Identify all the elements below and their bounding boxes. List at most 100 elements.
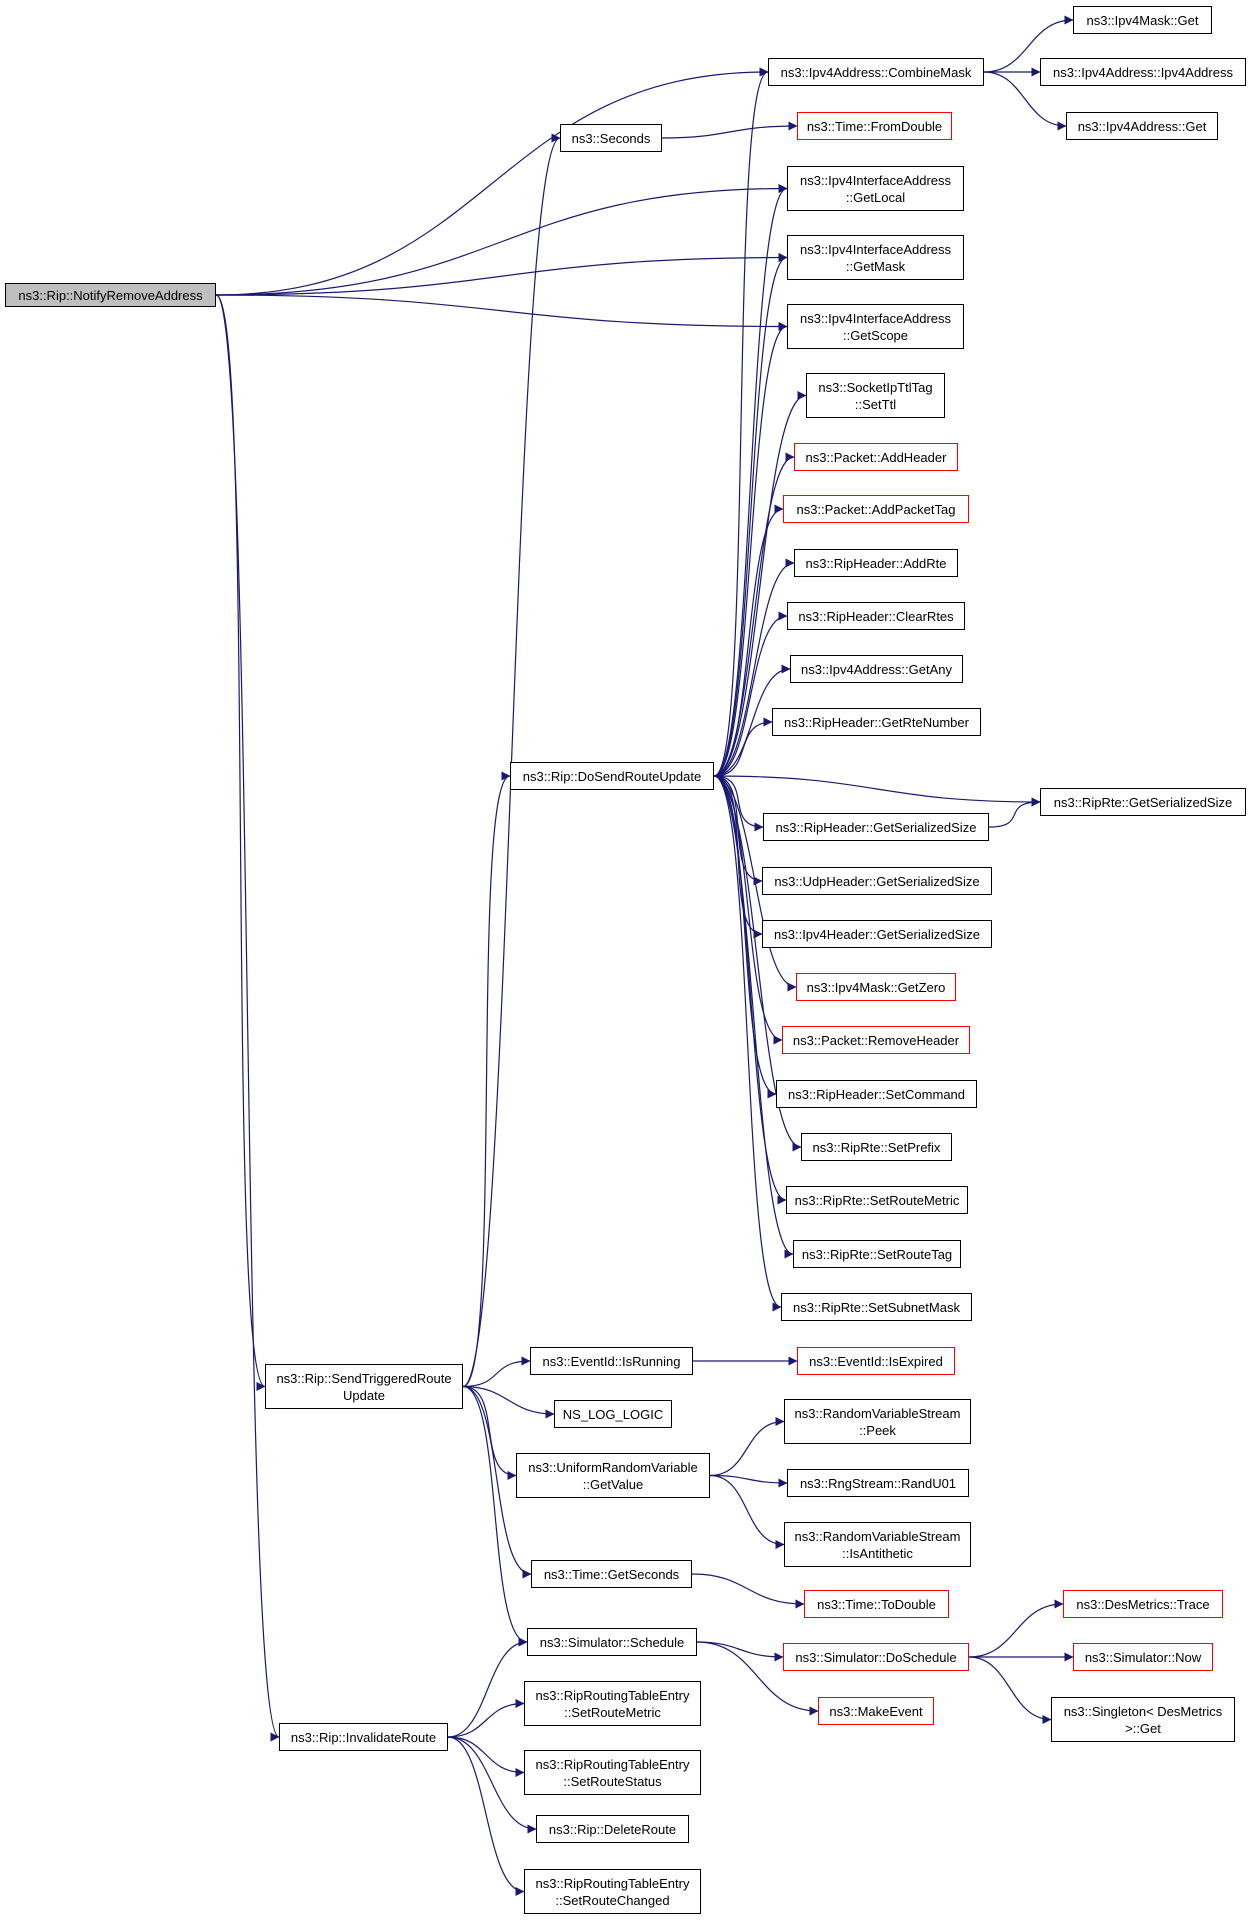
node-label-line: ns3::RipRoutingTableEntry <box>535 1687 690 1703</box>
node-rte-setroutemetric[interactable]: ns3::RipRoutingTableEntry::SetRouteMetri… <box>524 1681 701 1726</box>
edge-invalidateroute-to-rte_setroutechanged <box>447 1736 525 1896</box>
node-simulator-now[interactable]: ns3::Simulator::Now <box>1073 1643 1213 1671</box>
edge-seconds-to-time_fromdouble <box>661 121 798 139</box>
edge-dosendrouteupdate-to-riprte_setsubnetmask <box>713 775 782 1312</box>
node-ipv4address-ipv4address[interactable]: ns3::Ipv4Address::Ipv4Address <box>1040 58 1246 86</box>
node-label-line: ns3::Time::GetSeconds <box>543 1566 680 1582</box>
node-label-line: ns3::UniformRandomVariable <box>528 1459 698 1475</box>
node-label-line: ns3::Ipv4Address::CombineMask <box>780 64 972 80</box>
node-riprte-setprefix[interactable]: ns3::RipRte::SetPrefix <box>801 1133 952 1161</box>
node-time-getseconds[interactable]: ns3::Time::GetSeconds <box>531 1560 692 1588</box>
edge-invalidateroute-to-simulator_schedule <box>447 1637 528 1738</box>
node-label-line: ns3::Rip::NotifyRemoveAddress <box>18 287 203 303</box>
node-label-line: ns3::Simulator::Now <box>1084 1649 1202 1665</box>
node-randomvariablestream-isantithetic[interactable]: ns3::RandomVariableStream::IsAntithetic <box>784 1522 971 1567</box>
node-label-line: ns3::Ipv4Address::GetAny <box>800 661 953 677</box>
node-ifaddr-getlocal[interactable]: ns3::Ipv4InterfaceAddress::GetLocal <box>787 166 964 211</box>
node-rte-setroutechanged[interactable]: ns3::RipRoutingTableEntry::SetRouteChang… <box>524 1869 701 1914</box>
edge-invalidateroute-to-rip_deleteroute <box>447 1736 537 1834</box>
edge-sendtriggeredrouteupdate-to-ns_log_logic <box>462 1385 555 1419</box>
edge-ripheader_getserializedsize-to-riprte_getserializedsize <box>988 797 1041 828</box>
node-ripheader-setcommand[interactable]: ns3::RipHeader::SetCommand <box>776 1080 977 1108</box>
node-riprte-setsubnetmask[interactable]: ns3::RipRte::SetSubnetMask <box>781 1293 972 1321</box>
node-time-todouble[interactable]: ns3::Time::ToDouble <box>804 1590 949 1618</box>
edge-dosendrouteupdate-to-ripheader_setcommand <box>713 775 777 1099</box>
node-eventid-isrunning[interactable]: ns3::EventId::IsRunning <box>530 1347 693 1375</box>
node-socketipttltag-setttl[interactable]: ns3::SocketIpTtlTag::SetTtl <box>806 373 945 418</box>
node-ns-log-logic[interactable]: NS_LOG_LOGIC <box>554 1400 672 1428</box>
node-ipv4mask-getzero[interactable]: ns3::Ipv4Mask::GetZero <box>796 973 956 1001</box>
node-riprte-setroutemetric[interactable]: ns3::RipRte::SetRouteMetric <box>786 1186 968 1214</box>
node-rte-setroutestatus[interactable]: ns3::RipRoutingTableEntry::SetRouteStatu… <box>524 1750 701 1795</box>
edge-dosendrouteupdate-to-ipv4address_getany <box>713 664 791 777</box>
node-ipv4mask-get[interactable]: ns3::Ipv4Mask::Get <box>1073 6 1212 34</box>
edge-notify_remove_address-to-ipv4address_combinemask <box>215 67 769 296</box>
node-riprte-getserializedsize[interactable]: ns3::RipRte::GetSerializedSize <box>1040 788 1246 816</box>
node-label-line: ns3::RipRte::SetRouteMetric <box>794 1192 960 1208</box>
node-label-line: ::SetRouteMetric <box>564 1704 661 1720</box>
node-invalidateroute[interactable]: ns3::Rip::InvalidateRoute <box>279 1723 448 1751</box>
edge-invalidateroute-to-rte_setroutemetric <box>447 1699 525 1738</box>
node-ipv4address-getany[interactable]: ns3::Ipv4Address::GetAny <box>790 655 963 683</box>
node-packet-addheader[interactable]: ns3::Packet::AddHeader <box>794 443 958 471</box>
node-dosendrouteupdate[interactable]: ns3::Rip::DoSendRouteUpdate <box>510 762 714 790</box>
node-label-line: ns3::Rip::DeleteRoute <box>548 1821 677 1837</box>
edge-dosendrouteupdate-to-packet_addheader <box>713 452 795 777</box>
node-label-line: ns3::RipRte::SetSubnetMask <box>793 1299 960 1315</box>
node-ifaddr-getmask[interactable]: ns3::Ipv4InterfaceAddress::GetMask <box>787 235 964 280</box>
node-packet-removeheader[interactable]: ns3::Packet::RemoveHeader <box>782 1026 970 1054</box>
node-label-line: ns3::Simulator::Schedule <box>539 1634 685 1650</box>
edge-simulator_schedule-to-makeevent <box>696 1641 819 1716</box>
edge-uniformrandomvariable_getvalue-to-rngstream_randu01 <box>709 1474 788 1488</box>
node-label-line: ns3::Ipv4Mask::Get <box>1086 12 1199 28</box>
node-label-line: ::GetValue <box>582 1476 644 1492</box>
node-eventid-isexpired[interactable]: ns3::EventId::IsExpired <box>797 1347 955 1375</box>
node-riprte-setroutetag[interactable]: ns3::RipRte::SetRouteTag <box>793 1240 961 1268</box>
node-label-line: ns3::RipHeader::GetRteNumber <box>784 714 969 730</box>
node-rip-deleteroute[interactable]: ns3::Rip::DeleteRoute <box>536 1815 689 1843</box>
node-makeevent[interactable]: ns3::MakeEvent <box>818 1697 934 1725</box>
edge-dosendrouteupdate-to-riprte_setprefix <box>713 775 802 1152</box>
node-label-line: ns3::Packet::AddPacketTag <box>796 501 956 517</box>
node-desmetrics-trace[interactable]: ns3::DesMetrics::Trace <box>1063 1590 1223 1618</box>
node-ripheader-clearrtes[interactable]: ns3::RipHeader::ClearRtes <box>787 602 965 630</box>
node-label-line: ns3::Simulator::DoSchedule <box>795 1649 957 1665</box>
node-simulator-doschedule[interactable]: ns3::Simulator::DoSchedule <box>783 1643 969 1671</box>
edge-dosendrouteupdate-to-ripheader_getserializedsize <box>713 775 764 832</box>
node-seconds[interactable]: ns3::Seconds <box>560 124 662 152</box>
edge-dosendrouteupdate-to-ifaddr_getmask <box>713 253 788 777</box>
edge-uniformrandomvariable_getvalue-to-randomvariablestream_peek <box>709 1417 785 1477</box>
node-simulator-schedule[interactable]: ns3::Simulator::Schedule <box>527 1628 697 1656</box>
edge-ipv4address_combinemask-to-ipv4mask_get <box>983 15 1074 73</box>
node-label-line: ns3::MakeEvent <box>829 1703 923 1719</box>
node-ipv4address-get[interactable]: ns3::Ipv4Address::Get <box>1066 112 1218 140</box>
edge-dosendrouteupdate-to-ifaddr_getscope <box>713 322 788 777</box>
node-label-line: ns3::Ipv4InterfaceAddress <box>799 172 952 188</box>
node-label-line: NS_LOG_LOGIC <box>562 1406 664 1422</box>
node-ipv4header-getserializedsize[interactable]: ns3::Ipv4Header::GetSerializedSize <box>762 920 992 948</box>
node-label-line: ns3::Ipv4InterfaceAddress <box>799 241 952 257</box>
node-label-line: ns3::EventId::IsExpired <box>809 1353 943 1369</box>
node-time-fromdouble[interactable]: ns3::Time::FromDouble <box>797 112 952 140</box>
node-uniformrandomvariable-getvalue[interactable]: ns3::UniformRandomVariable::GetValue <box>516 1453 710 1498</box>
node-ripheader-getrtenumber[interactable]: ns3::RipHeader::GetRteNumber <box>772 708 981 736</box>
node-randomvariablestream-peek[interactable]: ns3::RandomVariableStream::Peek <box>784 1399 971 1444</box>
node-rngstream-randu01[interactable]: ns3::RngStream::RandU01 <box>787 1469 969 1497</box>
node-ifaddr-getscope[interactable]: ns3::Ipv4InterfaceAddress::GetScope <box>787 304 964 349</box>
edge-sendtriggeredrouteupdate-to-eventid_isrunning <box>462 1356 531 1388</box>
node-ipv4address-combinemask[interactable]: ns3::Ipv4Address::CombineMask <box>768 58 984 86</box>
node-packet-addpackettag[interactable]: ns3::Packet::AddPacketTag <box>783 495 969 523</box>
edge-notify_remove_address-to-ifaddr_getscope <box>215 294 788 331</box>
edge-invalidateroute-to-rte_setroutestatus <box>447 1736 525 1777</box>
node-ripheader-getserializedsize[interactable]: ns3::RipHeader::GetSerializedSize <box>763 813 989 841</box>
node-singleton-desmetrics-get[interactable]: ns3::Singleton< DesMetrics>::Get <box>1051 1697 1235 1742</box>
node-ripheader-addrte[interactable]: ns3::RipHeader::AddRte <box>794 549 958 577</box>
node-label-line: Update <box>343 1387 385 1403</box>
node-label-line: ns3::Ipv4Mask::GetZero <box>806 979 946 995</box>
node-label-line: ::GetMask <box>845 258 906 274</box>
edge-sendtriggeredrouteupdate-to-uniformrandomvariable_getvalue <box>462 1385 517 1480</box>
node-label-line: ns3::Rip::DoSendRouteUpdate <box>522 768 702 784</box>
node-udpheader-getserializedsize[interactable]: ns3::UdpHeader::GetSerializedSize <box>762 867 992 895</box>
node-label-line: ns3::Ipv4Header::GetSerializedSize <box>774 926 980 942</box>
